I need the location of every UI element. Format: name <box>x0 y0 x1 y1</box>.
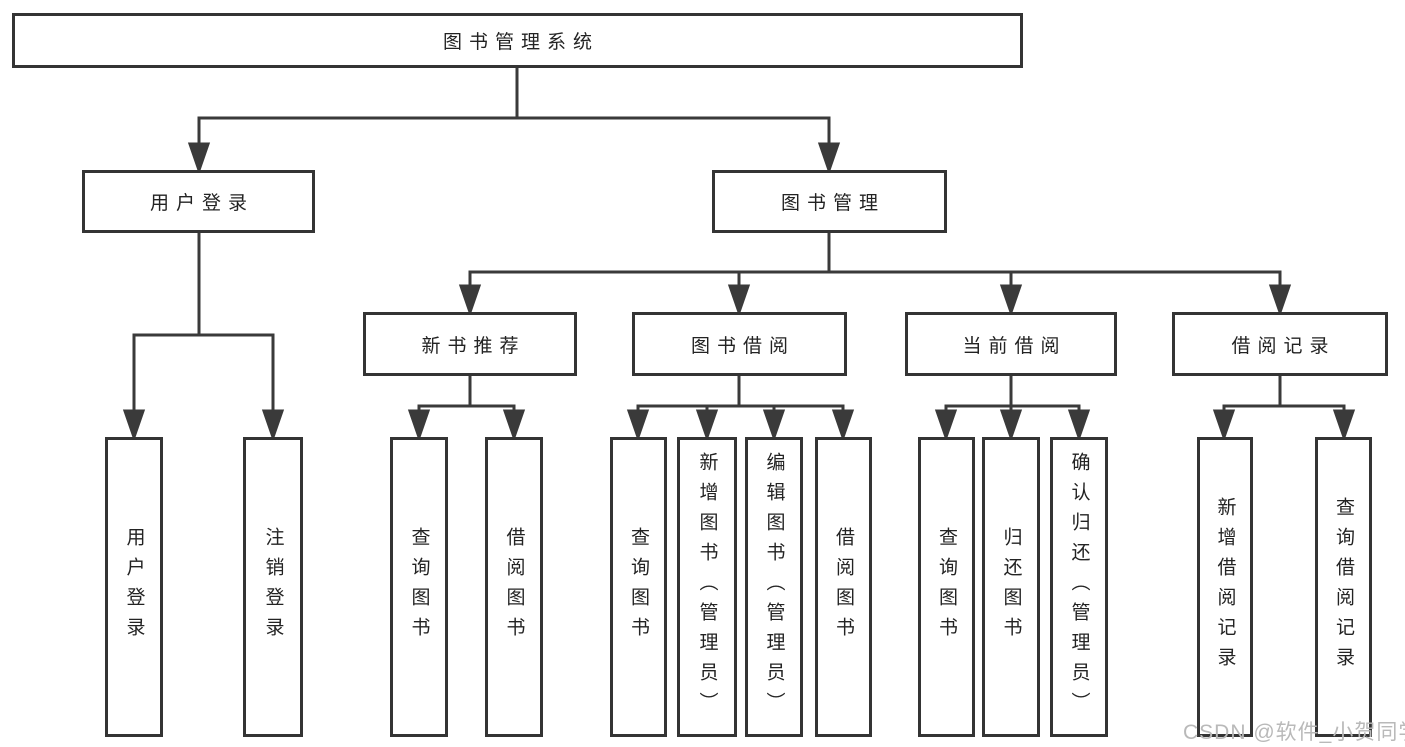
node-label: 借阅图书 <box>503 527 525 647</box>
node-add-borrow-record: 新增借阅记录 <box>1197 437 1253 737</box>
node-add-books-admin: 新增图书（管理员） <box>677 437 737 737</box>
node-user-login: 用户登录 <box>82 170 315 233</box>
node-query-books-borrow: 查询图书 <box>610 437 667 737</box>
node-book-borrowing: 图书借阅 <box>632 312 847 376</box>
node-label: 查询图书 <box>408 527 430 647</box>
node-book-management: 图书管理 <box>712 170 947 233</box>
node-label: 新增借阅记录 <box>1214 497 1236 677</box>
node-borrow-books-recommend: 借阅图书 <box>485 437 543 737</box>
node-user-login-action: 用户登录 <box>105 437 163 737</box>
node-logout-action: 注销登录 <box>243 437 303 737</box>
node-borrow-books: 借阅图书 <box>815 437 872 737</box>
node-label: 新增图书（管理员） <box>696 452 718 722</box>
node-return-books: 归还图书 <box>982 437 1040 737</box>
node-new-book-recommend: 新书推荐 <box>363 312 577 376</box>
node-label: 借阅图书 <box>833 527 854 647</box>
node-edit-books-admin: 编辑图书（管理员） <box>745 437 803 737</box>
node-label: 查询借阅记录 <box>1333 497 1354 677</box>
node-label: 归还图书 <box>1000 527 1022 647</box>
node-borrowing-records: 借阅记录 <box>1172 312 1388 376</box>
csdn-watermark: CSDN @软件_小贺同学 <box>1183 721 1405 744</box>
node-current-borrowing: 当前借阅 <box>905 312 1117 376</box>
node-library-system: 图书管理系统 <box>12 13 1023 68</box>
node-confirm-return-admin: 确认归还（管理员） <box>1050 437 1108 737</box>
node-label: 用户登录 <box>123 527 145 647</box>
node-label: 注销登录 <box>262 527 284 647</box>
node-query-books-recommend: 查询图书 <box>390 437 448 737</box>
node-label: 编辑图书（管理员） <box>763 452 785 722</box>
node-label: 确认归还（管理员） <box>1068 452 1090 722</box>
node-label: 查询图书 <box>936 527 957 647</box>
node-label: 查询图书 <box>628 527 649 647</box>
node-query-borrow-record: 查询借阅记录 <box>1315 437 1372 737</box>
node-query-books-current: 查询图书 <box>918 437 975 737</box>
